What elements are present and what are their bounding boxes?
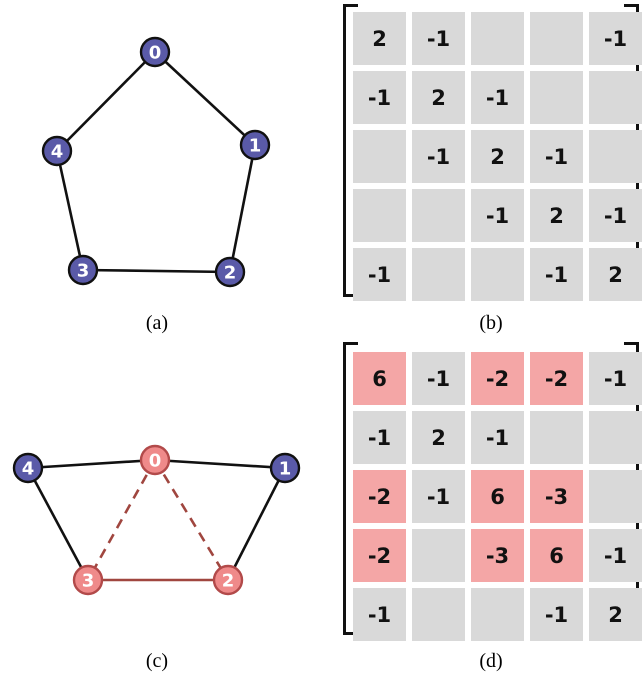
node-label: 2	[222, 571, 235, 592]
matrix-cell	[412, 588, 465, 641]
node-label: 4	[51, 142, 64, 163]
caption-b: (b)	[479, 312, 503, 334]
matrix-cell	[353, 130, 406, 183]
matrix-cell: -1	[353, 588, 406, 641]
matrix-cell	[471, 248, 524, 301]
matrix-cell: -3	[471, 529, 524, 582]
matrix-cell: -2	[353, 529, 406, 582]
node-0: 0	[139, 36, 171, 68]
matrix-cell: -1	[589, 352, 642, 405]
edge-0-3	[86, 459, 157, 581]
matrix-cell	[412, 529, 465, 582]
matrix-cell: 6	[530, 529, 583, 582]
matrix-cell: -1	[471, 189, 524, 242]
node-label: 0	[149, 451, 162, 472]
matrix-cell: -1	[589, 529, 642, 582]
node-3: 3	[72, 564, 104, 596]
edge-1-2	[226, 467, 287, 581]
graph-c: 0 1 2 3 4	[12, 444, 301, 596]
edge-4-0	[56, 51, 156, 152]
node-label: 3	[77, 261, 90, 282]
matrix-cell: -2	[353, 470, 406, 523]
node-label: 1	[279, 459, 292, 480]
matrix-cell: -3	[530, 470, 583, 523]
matrix-cell: -1	[412, 470, 465, 523]
edge-2-3	[82, 268, 231, 274]
matrix-cell	[530, 411, 583, 464]
matrix-cell: -1	[412, 12, 465, 65]
node-4: 4	[12, 452, 44, 484]
matrix-cell: -1	[530, 130, 583, 183]
matrix-cell: -1	[471, 411, 524, 464]
graph-a: 0 1 2 3 4	[41, 36, 271, 288]
matrix-cell	[589, 470, 642, 523]
matrix-cell: -1	[412, 352, 465, 405]
matrix-cell: 2	[530, 189, 583, 242]
node-label: 2	[224, 263, 237, 284]
matrix-cell	[530, 71, 583, 124]
matrix-cell: 2	[412, 71, 465, 124]
matrix-cell: -1	[353, 411, 406, 464]
matrix-cell: -1	[530, 588, 583, 641]
edge-1-2	[228, 144, 257, 273]
matrix-cell: -1	[353, 71, 406, 124]
edge-4-3	[26, 467, 90, 581]
caption-c: (c)	[145, 650, 169, 672]
matrix-cell: -1	[589, 12, 642, 65]
matrix-cell	[353, 189, 406, 242]
caption-a: (a)	[145, 312, 169, 334]
node-1: 1	[239, 129, 271, 161]
matrix-cell: 2	[412, 411, 465, 464]
matrix-cell	[412, 189, 465, 242]
matrix-cell: 2	[353, 12, 406, 65]
node-label: 3	[82, 571, 95, 592]
matrix-cell	[471, 588, 524, 641]
matrix-cell: -2	[530, 352, 583, 405]
matrix-cell	[530, 12, 583, 65]
node-1: 1	[269, 452, 301, 484]
matrix-cell	[589, 130, 642, 183]
node-2: 2	[212, 564, 244, 596]
matrix-cell	[589, 71, 642, 124]
matrix-cell: -1	[471, 71, 524, 124]
matrix-cell: -1	[412, 130, 465, 183]
left-bracket	[343, 4, 358, 297]
edge-0-2	[153, 459, 230, 581]
left-bracket	[343, 342, 358, 635]
edge-4-0	[27, 458, 156, 470]
matrix-cell	[412, 248, 465, 301]
node-label: 4	[22, 459, 35, 480]
edge-3-4	[55, 150, 85, 271]
matrix-cell: -1	[589, 189, 642, 242]
matrix-cell: -1	[353, 248, 406, 301]
node-4: 4	[41, 135, 73, 167]
matrix-cell: 2	[589, 248, 642, 301]
node-2: 2	[214, 256, 246, 288]
matrix-cell: 6	[471, 470, 524, 523]
matrix-cell	[471, 12, 524, 65]
matrix-cell: 2	[471, 130, 524, 183]
node-0: 0	[139, 444, 171, 476]
node-label: 1	[249, 136, 262, 157]
matrix-cell: 6	[353, 352, 406, 405]
matrix-cell	[589, 411, 642, 464]
matrix-cell: -2	[471, 352, 524, 405]
caption-d: (d)	[479, 650, 503, 672]
matrix-cell: 2	[589, 588, 642, 641]
node-label: 0	[149, 43, 162, 64]
edge-0-1	[154, 51, 256, 146]
edge-0-1	[154, 458, 286, 470]
matrix-cell: -1	[530, 248, 583, 301]
node-3: 3	[67, 254, 99, 286]
